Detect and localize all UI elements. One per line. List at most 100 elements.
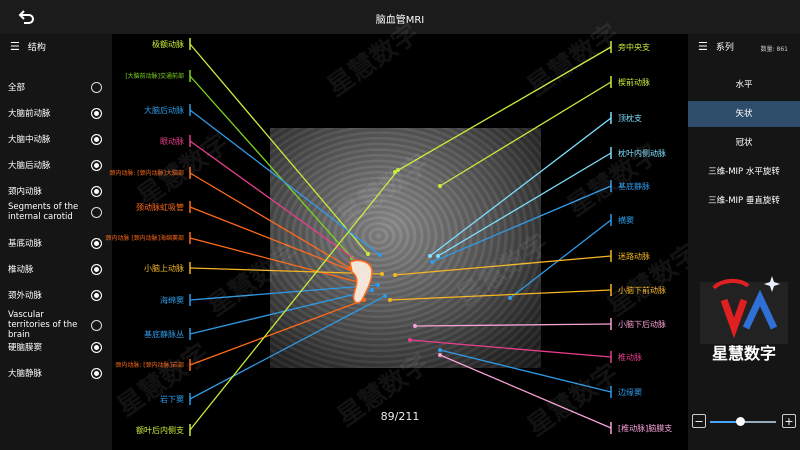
structure-radio[interactable] [91, 160, 102, 171]
series-item[interactable]: 矢状 [688, 101, 800, 127]
structure-label-right: 迷路动脉 [618, 252, 650, 261]
leader-line [189, 267, 383, 275]
structure-label-left: 岩下窦 [160, 395, 184, 404]
structure-radio[interactable] [91, 342, 102, 353]
leader-line [394, 255, 612, 276]
leader-dot [508, 296, 512, 300]
structure-item[interactable]: 大脑中动脉 [0, 134, 112, 145]
structure-label-left: 颈内动脉: [颈内动脉]岩部 [115, 362, 184, 369]
structure-label-right: 楔前动脉 [618, 78, 650, 87]
structure-item-label: 大脑中动脉 [8, 134, 51, 145]
leader-line [389, 289, 612, 301]
back-arrow-icon[interactable] [16, 7, 36, 27]
structure-item[interactable]: 颈内动脉 [0, 186, 112, 197]
leader-dot [393, 273, 397, 277]
structure-label-right: [椎动脉]脑膜支 [618, 424, 673, 433]
structure-label-left: 极额动脉 [152, 40, 184, 49]
leader-dot [393, 170, 397, 174]
leader-line [189, 140, 361, 264]
top-bar: 脑血管MRI [0, 0, 800, 34]
structure-label-left: [大脑前动脉]交通前部 [125, 73, 184, 80]
structure-radio[interactable] [91, 108, 102, 119]
leader-dot [383, 294, 387, 298]
leader-dot [438, 184, 442, 188]
zoom-out-button[interactable]: − [692, 414, 706, 428]
structure-item[interactable]: 椎动脉 [0, 264, 112, 275]
structure-item-label: Vascular territories of the brain [8, 310, 78, 340]
structure-item[interactable]: Segments of the internal carotid [0, 202, 112, 222]
structure-radio[interactable] [91, 134, 102, 145]
leader-line [189, 295, 386, 400]
leader-dot [408, 338, 412, 342]
leader-dot [413, 324, 417, 328]
leader-line [189, 75, 353, 259]
leader-dot [378, 253, 382, 257]
structure-header: ☰ 结构 [10, 40, 46, 53]
structure-label-left: 大脑后动脉 [144, 106, 184, 115]
leader-line [189, 169, 399, 431]
leader-line [409, 339, 612, 358]
structure-label-left: 眼动脉 [160, 137, 184, 146]
structure-label-right: 顶枕支 [618, 114, 642, 123]
structure-header-label: 结构 [27, 43, 46, 53]
menu-icon: ☰ [698, 40, 708, 53]
leader-dot [438, 348, 442, 352]
structure-item[interactable]: 全部 [0, 82, 112, 93]
structure-item-label: 颈内动脉 [8, 186, 43, 197]
structure-radio[interactable] [91, 186, 102, 197]
leader-dot [430, 260, 434, 264]
zoom-control: − + [688, 414, 800, 430]
series-header: ☰ 系列 [698, 40, 734, 53]
structure-item[interactable]: 颈外动脉 [0, 290, 112, 301]
structure-item[interactable]: Vascular territories of the brain [0, 310, 112, 340]
structure-radio[interactable] [91, 368, 102, 379]
leader-line [189, 109, 381, 256]
leader-dot [436, 254, 440, 258]
series-item[interactable]: 三维-MIP 垂直旋转 [708, 196, 780, 206]
zoom-slider-thumb[interactable] [735, 417, 745, 426]
structure-item[interactable]: 基底动脉 [0, 238, 112, 249]
structure-item-label: 大脑前动脉 [8, 108, 51, 119]
series-item[interactable]: 水平 [735, 80, 753, 90]
zoom-in-button[interactable]: + [782, 414, 796, 428]
structure-radio[interactable] [91, 82, 102, 93]
structure-panel: ☰ 结构 全部大脑前动脉大脑中动脉大脑后动脉颈内动脉 Segments of th… [0, 34, 112, 450]
leader-dot [380, 272, 384, 276]
structure-label-right: 边缘窦 [618, 388, 642, 397]
leader-line [394, 46, 612, 173]
structure-item-label: 大脑后动脉 [8, 160, 51, 171]
structure-item[interactable]: 大脑前动脉 [0, 108, 112, 119]
series-panel: ☰ 系列 数量: 861 水平矢状冠状三维-MIP 水平旋转三维-MIP 垂直旋… [688, 34, 800, 450]
series-item[interactable]: 三维-MIP 水平旋转 [708, 167, 780, 177]
series-item[interactable]: 冠状 [735, 138, 753, 148]
structure-item[interactable]: 大脑静脉 [0, 368, 112, 379]
slice-counter: 89/211 [380, 410, 420, 423]
menu-icon: ☰ [10, 40, 20, 53]
structure-label-left: 额叶后内侧支 [136, 426, 184, 435]
structure-item[interactable]: 大脑后动脉 [0, 160, 112, 171]
structure-radio[interactable] [91, 238, 102, 249]
leader-dot [428, 254, 432, 258]
structure-radio[interactable] [91, 290, 102, 301]
structure-item-label: 椎动脉 [8, 264, 34, 275]
structure-item[interactable]: 硬脑膜窦 [0, 342, 112, 353]
leader-line [437, 152, 612, 257]
structure-radio[interactable] [91, 264, 102, 275]
structure-radio[interactable] [91, 319, 102, 331]
structure-label-left: 颈内动脉: [颈内动脉]大脑部 [109, 170, 184, 177]
structure-radio[interactable] [91, 206, 102, 218]
brand-logo: 星慧数字 [700, 270, 788, 370]
series-count: 数量: 861 [760, 46, 788, 53]
structure-item-label: 基底动脉 [8, 238, 43, 249]
leader-dot [388, 298, 392, 302]
leader-line [189, 284, 379, 301]
leader-line [189, 172, 351, 269]
leader-line [414, 323, 612, 327]
structure-label-left: 颈内动脉 [颈内动脉]海绵窦部 [105, 235, 184, 242]
highlighted-vessel [349, 259, 373, 304]
leader-line [431, 185, 612, 263]
structure-label-left: 颈动脉虹吸管 [136, 203, 184, 212]
structure-item-label: 全部 [8, 82, 26, 93]
leader-line [189, 43, 369, 255]
